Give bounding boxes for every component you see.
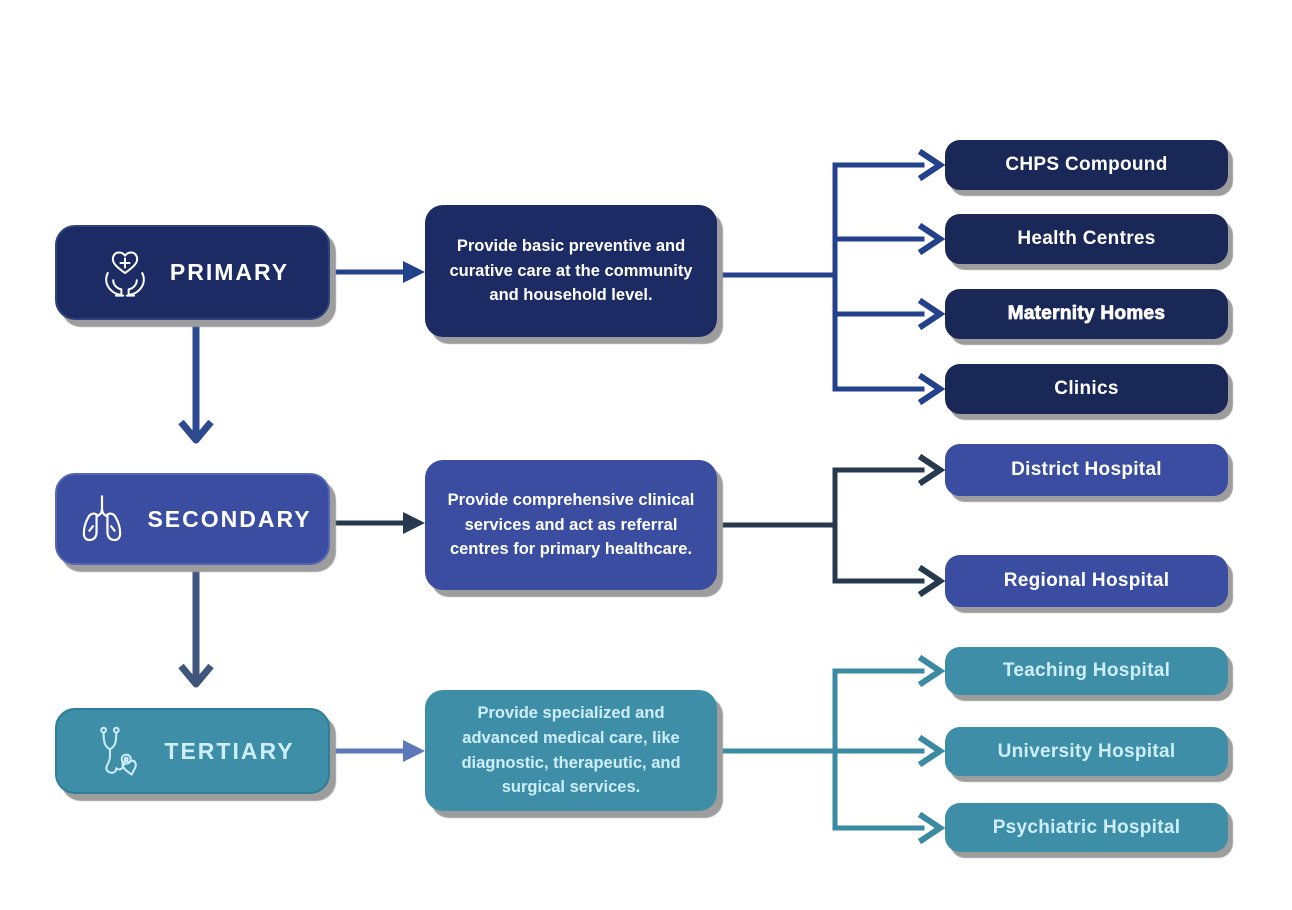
arrowhead-chevron-icon — [917, 297, 946, 331]
arrowhead-chevron-icon — [917, 734, 946, 768]
arrowhead-down-chevron-icon — [178, 663, 214, 688]
tier-label-secondary: SECONDARY — [147, 505, 312, 532]
arrowhead-chevron-icon — [917, 453, 946, 487]
tier-label-tertiary: TERTIARY — [164, 737, 295, 764]
facility-box-district-hospital: District Hospital — [945, 444, 1228, 496]
arrowhead-chevron-icon — [917, 564, 946, 598]
facility-label: Psychiatric Hospital — [992, 816, 1181, 838]
arrowhead-chevron-icon — [917, 148, 946, 182]
facility-label: University Hospital — [997, 740, 1176, 762]
secondary-connectors — [329, 453, 946, 598]
arrowhead-chevron-icon — [917, 372, 946, 406]
description-text: Provide comprehensive clinical services … — [447, 490, 695, 559]
facility-label: Maternity Homes — [1007, 303, 1166, 325]
facility-box-psychiatric-hospital: Psychiatric Hospital — [945, 803, 1228, 852]
tertiary-connectors — [712, 654, 946, 845]
facility-label: Teaching Hospital — [1002, 660, 1171, 681]
arrowhead-down-chevron-icon — [178, 419, 214, 444]
facility-label: Regional Hospital — [1003, 570, 1170, 591]
facility-box-university-hospital: University Hospital — [945, 727, 1228, 776]
tier-box-secondary: SECONDARY — [55, 473, 330, 565]
tier-description-primary: Provide basic preventive and curative ca… — [425, 205, 717, 337]
facility-box-regional-hospital: Regional Hospital — [945, 555, 1228, 607]
facility-box-teaching-hospital: Teaching Hospital — [945, 647, 1228, 695]
tier-box-primary: PRIMARY — [55, 225, 330, 320]
lungs-icon — [73, 490, 131, 548]
facility-box-clinics: Clinics — [945, 364, 1228, 414]
facility-box-maternity-homes: Maternity Homes — [945, 289, 1228, 339]
hands-holding-medical-heart-icon — [96, 244, 154, 302]
arrowhead-triangle-icon — [403, 512, 425, 534]
arrowhead-chevron-icon — [917, 811, 946, 845]
tertiary-left-arrow — [332, 740, 425, 762]
description-text: Provide basic preventive and curative ca… — [449, 236, 693, 305]
down-arrow-primary-secondary — [178, 322, 214, 444]
facility-label: CHPS Compound — [1005, 154, 1168, 175]
arrowhead-triangle-icon — [403, 261, 425, 283]
facility-label: Health Centres — [1017, 228, 1156, 249]
description-text: Provide specialized and advanced medical… — [461, 704, 681, 797]
tier-box-tertiary: TERTIARY — [55, 708, 330, 794]
primary-connectors — [329, 148, 946, 406]
facility-box-health-centres: Health Centres — [945, 214, 1228, 264]
facility-box-chps-compound: CHPS Compound — [945, 140, 1228, 190]
down-arrow-secondary-tertiary — [178, 567, 214, 688]
tier-label-primary: PRIMARY — [169, 259, 290, 285]
facility-label: District Hospital — [1011, 459, 1162, 480]
facility-label: Clinics — [1054, 378, 1119, 399]
arrowhead-chevron-icon — [917, 654, 946, 688]
arrowhead-chevron-icon — [917, 222, 946, 256]
stethoscope-heart-icon — [90, 722, 148, 780]
tier-description-tertiary: Provide specialized and advanced medical… — [425, 690, 717, 811]
tier-description-secondary: Provide comprehensive clinical services … — [425, 460, 717, 590]
arrowhead-triangle-icon — [403, 740, 425, 762]
